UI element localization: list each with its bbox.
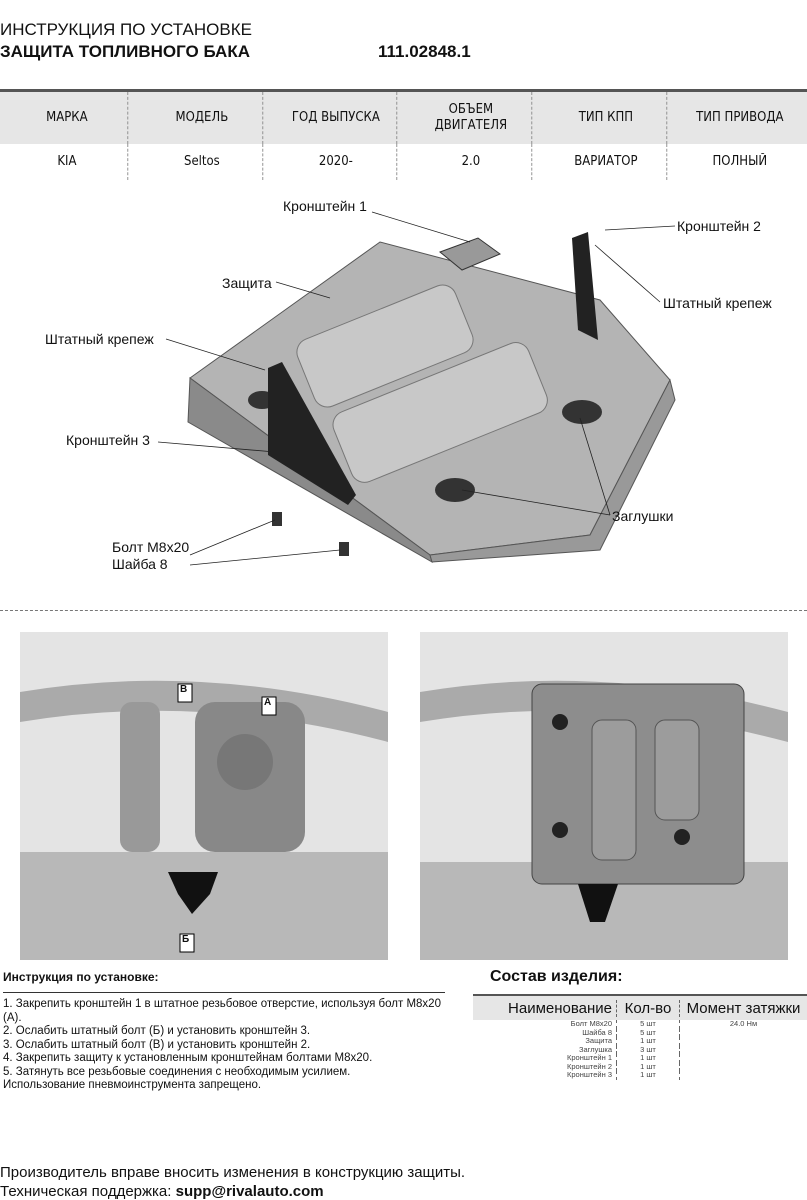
label-bracket-1: Кронштейн 1 [283, 198, 367, 214]
instruction-step: 4. Закрепить защиту к установленным крон… [3, 1052, 373, 1064]
spec-value: KIA [7, 144, 128, 180]
instructions-steps: 1. Закрепить кронштейн 1 в штатное резьб… [3, 998, 453, 1093]
spec-value: 2020- [276, 144, 398, 180]
composition-title: Состав изделия: [490, 968, 623, 985]
label-plugs: Заглушки [612, 508, 674, 524]
marker-b: Б [182, 934, 190, 945]
label-std-fastener-right: Штатный крепеж [663, 295, 772, 311]
item-name: Шайба 8 [473, 1028, 617, 1037]
item-name: Кронштейн 1 [473, 1053, 617, 1063]
item-qty: 1 шт [617, 1036, 680, 1046]
spec-value: Seltos [141, 144, 263, 180]
col-torque-header: Момент затяжки [686, 999, 801, 1017]
footer-support: Техническая поддержка: supp@rivalauto.co… [0, 1183, 324, 1200]
item-torque [680, 1063, 807, 1072]
instruction-step: 1. Закрепить кронштейн 1 в штатное резьб… [3, 998, 441, 1024]
item-qty: 1 шт [617, 1070, 680, 1080]
spec-header: ОБЪЕМ ДВИГАТЕЛЯ [411, 92, 532, 144]
item-torque [680, 1046, 807, 1055]
item-qty: 5 шт [617, 1028, 680, 1037]
marker-a: А [264, 697, 272, 708]
product-title: ЗАЩИТА ТОПЛИВНОГО БАКА [0, 42, 250, 61]
item-qty: 5 шт [617, 1019, 680, 1029]
support-label: Техническая поддержка: [0, 1183, 172, 1200]
spec-header: МОДЕЛЬ [141, 92, 263, 144]
item-torque: 24.0 Нм [729, 1019, 758, 1028]
label-bracket-2: Кронштейн 2 [677, 218, 761, 234]
marker-v: В [180, 684, 188, 695]
composition-table: Наименование Кол-во Момент затяжки Болт … [473, 994, 807, 1080]
item-name: Кронштейн 2 [473, 1062, 617, 1071]
photo-before-install: В А Б [20, 632, 388, 960]
instruction-step: 5. Затянуть все резьбовые соединения с н… [3, 1065, 351, 1078]
footer-note: Производитель вправе вносить изменения в… [0, 1164, 466, 1181]
article-number: 111.02848.1 [378, 42, 471, 61]
item-name: Болт М8х20 [473, 1019, 617, 1029]
item-name: Кронштейн 3 [473, 1070, 617, 1080]
col-qty-header: Кол-во [617, 999, 680, 1017]
instructions-title: Инструкция по установке: [3, 970, 159, 984]
label-bracket-3: Кронштейн 3 [66, 432, 150, 448]
item-torque [680, 1054, 807, 1063]
spec-value: ВАРИАТОР [545, 144, 667, 180]
label-bolt: Болт М8х20 [112, 539, 190, 555]
support-email[interactable]: supp@rivalauto.com [175, 1183, 324, 1200]
item-name: Защита [473, 1036, 617, 1046]
spec-header: ГОД ВЫПУСКА [276, 92, 398, 144]
spec-value: ПОЛНЫЙ [712, 154, 768, 169]
instruction-step: 3. Ослабить штатный болт (В) и установит… [3, 1038, 311, 1051]
label-shield: Защита [222, 275, 272, 291]
item-torque [680, 1071, 807, 1080]
col-name-header: Наименование [473, 999, 617, 1017]
instructions-divider [3, 992, 445, 993]
label-std-fastener-left: Штатный крепеж [45, 331, 154, 347]
assembly-diagram: Кронштейн 1 Кронштейн 2 Защита Штатный к… [0, 190, 807, 580]
item-qty: 1 шт [617, 1053, 680, 1063]
label-washer: Шайба 8 [112, 556, 168, 572]
photo-after-install [420, 632, 788, 960]
spec-header: МАРКА [7, 92, 128, 144]
item-torque [680, 1029, 807, 1038]
spec-value: 2.0 [411, 144, 532, 180]
shield-drawing [157, 211, 676, 566]
item-name: Заглушка [473, 1045, 617, 1054]
spec-header: ТИП КПП [545, 92, 667, 144]
instruction-step: Использование пневмоинструмента запрещен… [3, 1079, 262, 1091]
item-torque [680, 1037, 807, 1046]
item-qty: 1 шт [617, 1062, 680, 1071]
item-qty: 3 шт [617, 1045, 680, 1054]
section-divider [0, 610, 807, 611]
doc-type-title: ИНСТРУКЦИЯ ПО УСТАНОВКЕ [0, 20, 252, 39]
spec-header: ТИП ПРИВОДА [696, 110, 784, 125]
instruction-step: 2. Ослабить штатный болт (Б) и установит… [3, 1025, 311, 1037]
